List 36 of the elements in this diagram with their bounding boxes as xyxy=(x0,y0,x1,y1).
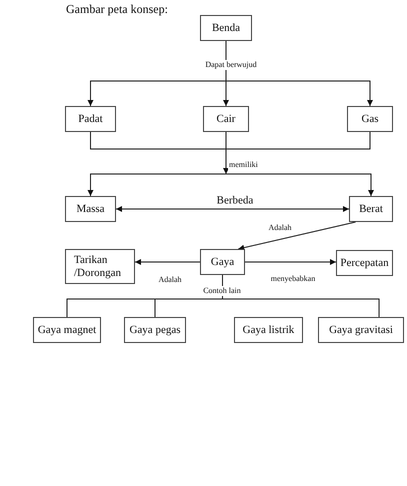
edge-label: Adalah xyxy=(157,275,183,285)
concept-box: Gaya pegas xyxy=(124,317,186,343)
arrow xyxy=(88,80,226,106)
arrow xyxy=(226,80,373,106)
connector-line xyxy=(66,298,156,318)
concept-box: Percepatan xyxy=(336,250,393,276)
arrow xyxy=(88,174,226,196)
concept-box: Tarikan /Dorongan xyxy=(65,249,135,284)
edge-label: menyebabkan xyxy=(270,274,316,284)
arrow xyxy=(244,259,336,265)
concept-box: Gaya xyxy=(200,249,245,275)
edge-label: memiliki xyxy=(228,160,259,170)
arrow xyxy=(223,80,229,106)
arrow xyxy=(238,222,356,251)
concept-box: Gaya listrik xyxy=(234,317,303,343)
edge-label: Dapat berwujud xyxy=(204,60,258,70)
arrow xyxy=(223,148,229,174)
edge-label: Adalah xyxy=(267,223,293,233)
concept-box: Gas xyxy=(347,106,393,132)
concept-box: Berat xyxy=(349,196,393,222)
connector-line xyxy=(154,298,156,318)
concept-box: Massa xyxy=(65,196,116,222)
arrow xyxy=(226,174,374,196)
heading: Gambar peta konsep: xyxy=(66,1,168,17)
arrow xyxy=(134,259,200,265)
concept-box: Cair xyxy=(203,106,249,132)
connector-line xyxy=(154,298,223,300)
edge-label: Contoh lain xyxy=(202,286,242,296)
concept-box: Gaya gravitasi xyxy=(318,317,404,343)
connector-line xyxy=(226,132,370,150)
concept-box: Gaya magnet xyxy=(33,317,101,343)
connector-line xyxy=(90,132,226,150)
concept-box: Benda xyxy=(200,15,252,41)
connector-line xyxy=(222,298,380,318)
concept-box: Padat xyxy=(65,106,116,132)
double-arrow xyxy=(116,206,350,212)
